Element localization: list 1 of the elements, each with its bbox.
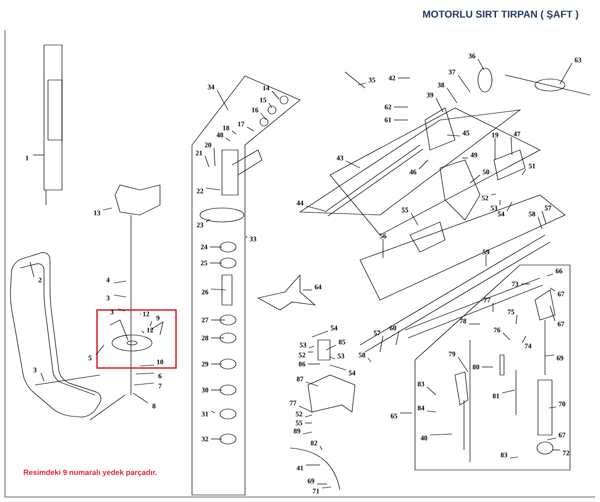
title: MOTORLU SIRT TIRPAN ( ŞAFT ) [423,10,578,20]
